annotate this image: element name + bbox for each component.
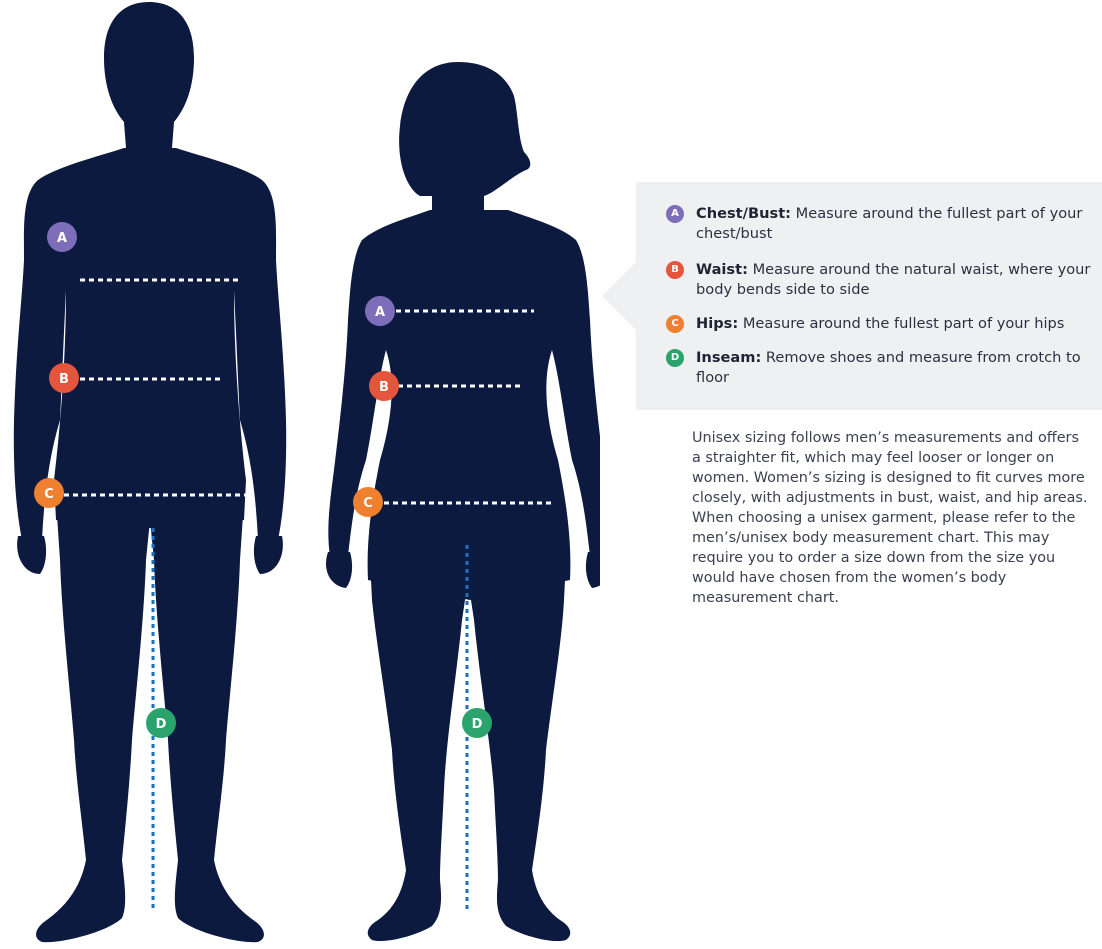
legend-term-inseam: Inseam: [696,349,761,366]
legend-desc-hips: Measure around the fullest part of your … [738,315,1064,332]
unisex-sizing-note: Unisex sizing follows men’s measurements… [692,428,1090,608]
legend-item-chest: A Chest/Bust: Measure around the fullest… [666,204,1096,244]
badge-d-icon: D [666,349,684,367]
svg-text:B: B [379,380,389,395]
body-figures-illustration: A B C D A B C [0,0,600,949]
female-waist-badge: B [369,371,399,401]
measurement-legend-panel: A Chest/Bust: Measure around the fullest… [636,182,1102,410]
male-hips-badge: C [34,478,64,508]
legend-item-waist: B Waist: Measure around the natural wais… [666,260,1096,300]
female-bust-badge: A [365,296,395,326]
svg-text:C: C [44,487,54,502]
svg-text:B: B [59,372,69,387]
legend-panel-pointer [602,262,636,330]
legend-item-inseam: D Inseam: Remove shoes and measure from … [666,348,1096,388]
badge-b-icon: B [666,261,684,279]
legend-term-hips: Hips: [696,315,738,332]
male-silhouette [14,2,286,942]
female-hips-badge: C [353,487,383,517]
svg-text:A: A [57,231,67,246]
male-waist-badge: B [49,363,79,393]
male-inseam-badge: D [146,708,176,738]
badge-a-icon: A [666,205,684,223]
legend-desc-waist: Measure around the natural waist, where … [696,261,1090,298]
badge-c-icon: C [666,315,684,333]
svg-text:D: D [156,717,167,732]
svg-text:D: D [472,717,483,732]
svg-text:A: A [375,305,385,320]
legend-item-hips: C Hips: Measure around the fullest part … [666,314,1096,334]
legend-term-waist: Waist: [696,261,748,278]
legend-term-chest: Chest/Bust: [696,205,791,222]
male-chest-badge: A [47,222,77,252]
female-inseam-badge: D [462,708,492,738]
svg-text:C: C [363,496,373,511]
